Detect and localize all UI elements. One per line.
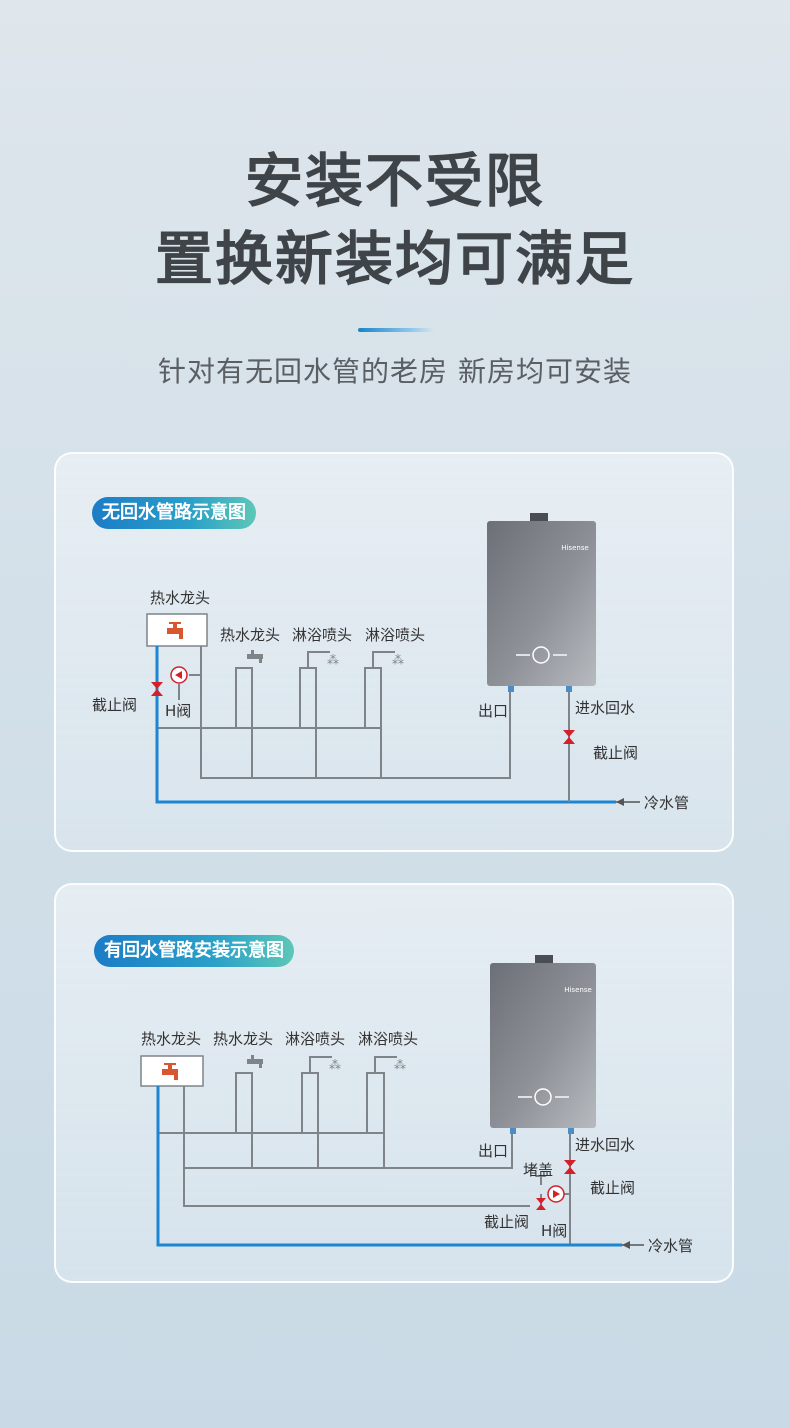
headline-line-1: 安装不受限 [244, 147, 545, 215]
label-stop-valve-right-1: 截止阀 [593, 744, 638, 762]
label-inlet-return-1: 进水回水 [575, 699, 635, 717]
tap-icon-1 [247, 650, 263, 663]
diagram1-title: 无回水管路示意图 [92, 497, 256, 529]
label-h-valve-2: H阀 [541, 1222, 567, 1240]
fixture-column-shower-a-1 [299, 667, 317, 778]
stop-valve-right-2 [564, 1160, 576, 1174]
shower-icon-1b: ⁂ [372, 651, 404, 668]
diagram2-title: 有回水管路安装示意图 [94, 935, 294, 967]
hot-pipe-main-1 [200, 646, 511, 779]
label-cold-pipe-2: 冷水管 [648, 1237, 693, 1255]
heater-logo-1: Hisense [561, 544, 589, 552]
hot-tap-icon-red-1 [167, 622, 183, 639]
shower-icon-1a: ⁂ [307, 651, 339, 668]
diagram2: Hisense ⁂ [140, 955, 693, 1255]
fixture-column-tap-1 [235, 667, 253, 778]
svg-text:⁂: ⁂ [394, 1058, 406, 1072]
shower-icon-2b: ⁂ [374, 1056, 406, 1073]
label-hot-tap-1: 热水龙头 [220, 626, 280, 644]
label-h-valve-1: H阀 [165, 702, 191, 720]
label-hot-tap-box-2: 热水龙头 [141, 1030, 201, 1048]
h-valve-2 [547, 1185, 565, 1203]
cold-pipe-2 [156, 1086, 622, 1247]
cold-pipe-1 [155, 646, 616, 804]
label-shower-b-1: 淋浴喷头 [365, 626, 425, 644]
label-stop-valve-left-1: 截止阀 [92, 696, 137, 714]
label-plug-2: 堵盖 [523, 1161, 553, 1179]
svg-text:⁂: ⁂ [329, 1058, 341, 1072]
shower-icon-2a: ⁂ [309, 1056, 341, 1073]
accent-divider [358, 328, 434, 332]
heater-display-1 [532, 646, 550, 664]
water-heater-1: Hisense [487, 513, 596, 692]
plug-cap-2 [536, 1175, 546, 1185]
label-shower-b-2: 淋浴喷头 [358, 1030, 418, 1048]
label-shower-a-1: 淋浴喷头 [292, 626, 352, 644]
svg-text:⁂: ⁂ [327, 653, 339, 667]
fixture-column-shower-b-2 [366, 1072, 385, 1168]
label-hot-tap-box-1: 热水龙头 [150, 589, 210, 607]
tap-icon-2 [247, 1055, 263, 1068]
heater-display-2 [534, 1088, 552, 1106]
stop-valve-left-1 [151, 682, 163, 696]
stop-valve-right-1 [563, 730, 575, 744]
hot-pipe-main-2 [183, 1086, 513, 1169]
fixture-column-tap-2 [235, 1072, 253, 1168]
subtitle: 针对有无回水管的老房 新房均可安装 [158, 355, 632, 388]
headline-line-2: 置换新装均可满足 [154, 225, 635, 293]
label-outlet-1: 出口 [478, 702, 508, 720]
diagram1: Hisense 热水龙头 [92, 513, 689, 812]
label-hot-tap-2: 热水龙头 [213, 1030, 273, 1048]
label-cold-pipe-1: 冷水管 [644, 794, 689, 812]
label-stop-valve-right-2: 截止阀 [590, 1179, 635, 1197]
label-outlet-2: 出口 [478, 1142, 508, 1160]
label-inlet-return-2: 进水回水 [575, 1136, 635, 1154]
water-heater-2: Hisense [490, 955, 596, 1134]
fixture-column-shower-a-2 [301, 1072, 319, 1168]
label-stop-valve-bottom-2: 截止阀 [484, 1213, 529, 1231]
return-pipe-2 [183, 1168, 530, 1207]
fixture-column-shower-b-1 [364, 667, 382, 778]
hot-tap-icon-red-2 [162, 1063, 178, 1080]
heater-logo-2: Hisense [564, 986, 592, 994]
label-shower-a-2: 淋浴喷头 [285, 1030, 345, 1048]
h-valve-1 [170, 666, 188, 684]
stop-valve-bottom-2 [536, 1198, 546, 1210]
svg-text:⁂: ⁂ [392, 653, 404, 667]
